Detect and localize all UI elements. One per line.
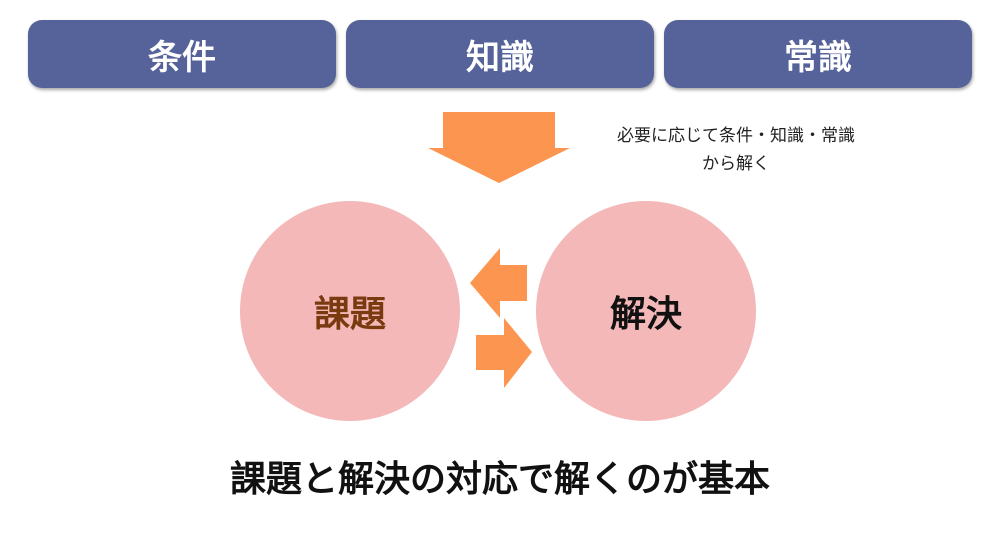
solution-circle: 解決 (536, 201, 756, 421)
knowledge-box: 知識 (346, 20, 654, 88)
down-arrow-icon (428, 112, 570, 183)
note-line-2: から解く (702, 154, 770, 174)
problem-circle: 課題 (240, 201, 460, 421)
problem-label: 課題 (313, 294, 386, 335)
summary-text: 課題と解決の対応で解くのが基本 (229, 459, 770, 500)
left-arrow-icon (470, 248, 527, 318)
solution-label: 解決 (609, 294, 682, 335)
note-text: 必要に応じて条件・知識・常識 から解く (578, 122, 894, 178)
right-arrow-icon (476, 318, 532, 388)
condition-box: 条件 (28, 20, 336, 88)
note-line-1: 必要に応じて条件・知識・常識 (617, 126, 855, 146)
common-sense-box: 常識 (664, 20, 972, 88)
